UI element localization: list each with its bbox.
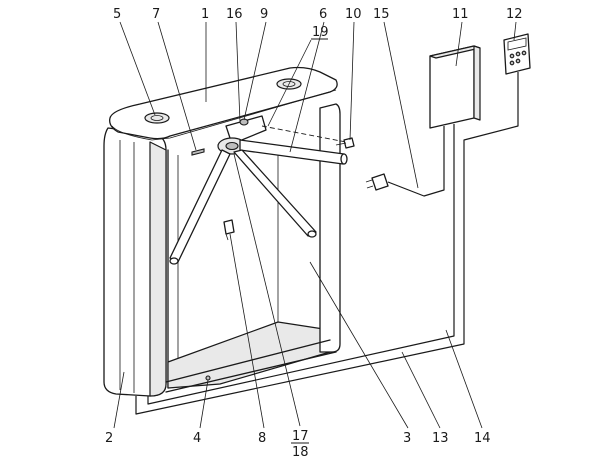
callout-5: 5 (113, 7, 121, 22)
top-reader-left (144, 112, 170, 124)
indicator-lamp (191, 148, 205, 156)
panel-cable (135, 72, 519, 415)
callout-18: 18 (292, 445, 309, 460)
hidden-shaft-line (261, 125, 347, 143)
callout-11: 11 (452, 7, 469, 22)
tripod-assembly (169, 115, 348, 265)
arm-left-end (169, 257, 179, 265)
right-pillar (319, 103, 341, 353)
callout-17: 17 (292, 429, 309, 444)
callout-8: 8 (258, 431, 266, 446)
left-pillar-edge (149, 141, 167, 397)
callout-1: 1 (201, 7, 209, 22)
callout-2: 2 (105, 431, 113, 446)
tripod-arm-down (233, 149, 317, 237)
tripod-arm-left (169, 149, 231, 263)
callout-7: 7 (152, 7, 160, 22)
callout-13: 13 (432, 431, 449, 446)
callout-9: 9 (260, 7, 268, 22)
top-cover-edge (111, 89, 337, 141)
power-cable (387, 126, 445, 197)
tripod-hub-cap (225, 141, 239, 151)
sensor-screw (223, 219, 235, 241)
callout-6: 6 (319, 7, 327, 22)
callout-labels: 5 7 1 16 9 6 19 10 15 11 12 2 4 8 17 18 … (105, 7, 523, 460)
turnstile-body (103, 66, 341, 397)
top-reader-right-inner (282, 81, 296, 87)
callout-10: 10 (345, 7, 362, 22)
power-plug (365, 173, 389, 191)
top-reader-left-inner (150, 115, 164, 121)
callout-4: 4 (193, 431, 201, 446)
fixing-bolt (335, 137, 355, 149)
leader-lines (113, 21, 517, 429)
base-rail (165, 339, 337, 393)
arm-right-end (340, 153, 348, 165)
callout-19: 19 (312, 25, 329, 40)
control-unit (429, 45, 481, 129)
callout-3: 3 (403, 431, 411, 446)
base-fixing-point (205, 375, 211, 381)
remote-control-panel (503, 33, 531, 75)
callout-12: 12 (506, 7, 523, 22)
callout-14: 14 (474, 431, 491, 446)
arm-down-end (307, 230, 317, 238)
control-cable (147, 124, 455, 405)
callout-15: 15 (373, 7, 390, 22)
callout-16: 16 (226, 7, 243, 22)
